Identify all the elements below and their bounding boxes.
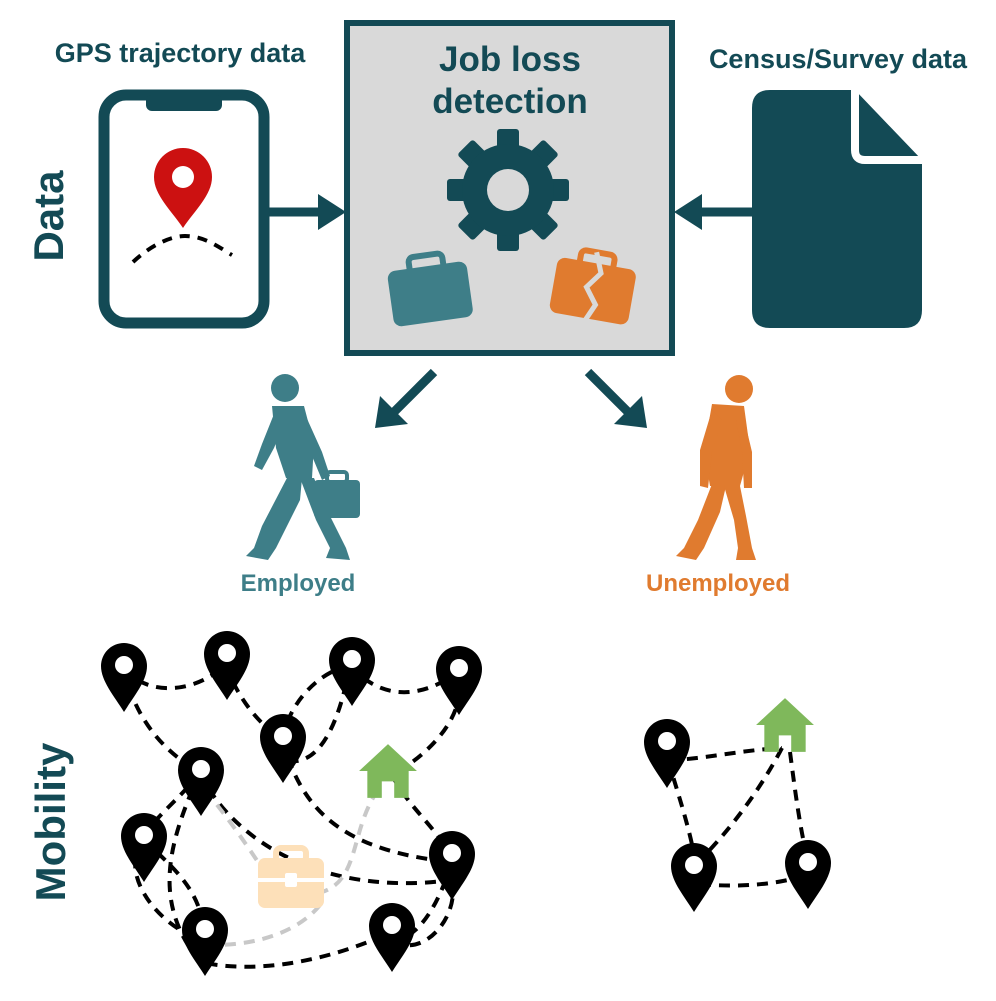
location-pin-icon (429, 831, 475, 900)
broken-briefcase-icon (549, 247, 636, 325)
location-pin-icon (329, 637, 375, 706)
home-icon (756, 698, 814, 752)
gear-icon (447, 129, 569, 251)
job-loss-title-line2: detection (432, 82, 588, 121)
location-pin-icon (671, 843, 717, 912)
commute-paths (203, 788, 380, 947)
red-location-pin-icon (154, 148, 212, 228)
location-pin-icon (369, 903, 415, 972)
arrow-down-left-icon (375, 368, 438, 428)
employed-person-icon (246, 374, 360, 560)
location-pin-icon (785, 840, 831, 909)
location-pin-icon (101, 643, 147, 712)
arrow-left-icon (674, 194, 752, 230)
arrow-right-icon (266, 194, 346, 230)
location-pin-icon (204, 631, 250, 700)
location-pin-icon (260, 714, 306, 783)
location-pin-icon (436, 646, 482, 715)
job-loss-title-line1: Job loss (439, 40, 581, 79)
employed-label: Employed (240, 570, 356, 597)
location-pin-icon (121, 813, 167, 882)
census-survey-label: Census/Survey data (708, 44, 968, 74)
home-icon (359, 744, 417, 798)
data-section-label: Data (25, 170, 72, 262)
document-icon (752, 90, 922, 328)
unemployed-person-icon (676, 375, 756, 560)
phone-icon (98, 89, 270, 329)
briefcase-icon (387, 250, 473, 327)
unemployed-label: Unemployed (645, 570, 791, 597)
location-pin-icon (182, 907, 228, 976)
arrow-down-right-icon (584, 368, 647, 428)
location-pin-icon (644, 719, 690, 788)
work-briefcase-icon (258, 845, 324, 908)
gps-trajectory-label: GPS trajectory data (54, 38, 306, 68)
mobility-section-label: Mobility (27, 742, 74, 902)
